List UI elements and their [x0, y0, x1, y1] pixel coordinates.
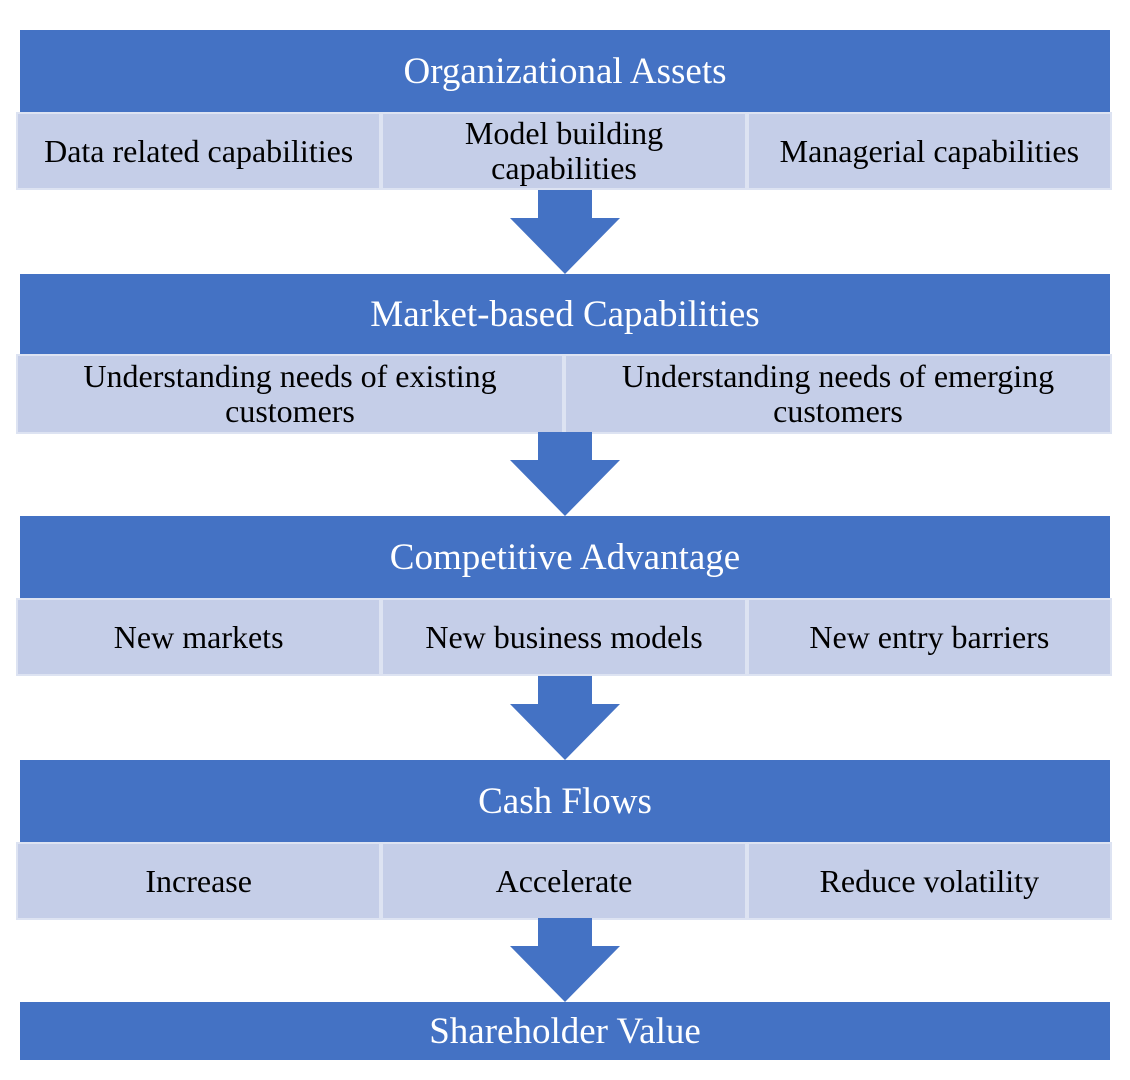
stage-header-competitive-advantage: Competitive Advantage: [20, 516, 1110, 598]
stage-header-market-based-capabilities: Market-based Capabilities: [20, 274, 1110, 354]
flow-arrow-4: [510, 918, 620, 1002]
flow-arrow-1: [510, 190, 620, 274]
stage-header-shareholder-value: Shareholder Value: [20, 1002, 1110, 1060]
item-new-entry-barriers: New entry barriers: [746, 598, 1112, 676]
stage-header-organizational-assets: Organizational Assets: [20, 30, 1110, 112]
stage-items-organizational-assets: Data related capabilities Model building…: [16, 112, 1112, 190]
item-understanding-existing-customers: Understanding needs of existing customer…: [16, 354, 564, 434]
flow-arrow-2: [510, 432, 620, 516]
item-model-building-capabilities: Model building capabilities: [381, 112, 747, 190]
item-new-markets: New markets: [16, 598, 382, 676]
item-data-related-capabilities: Data related capabilities: [16, 112, 382, 190]
stage-items-competitive-advantage: New markets New business models New entr…: [16, 598, 1112, 676]
flow-arrow-3: [510, 676, 620, 760]
item-reduce-volatility: Reduce volatility: [746, 842, 1112, 920]
item-new-business-models: New business models: [381, 598, 747, 676]
item-understanding-emerging-customers: Understanding needs of emerging customer…: [564, 354, 1112, 434]
stage-items-market-based-capabilities: Understanding needs of existing customer…: [16, 354, 1112, 434]
item-increase: Increase: [16, 842, 382, 920]
item-accelerate: Accelerate: [381, 842, 747, 920]
stage-items-cash-flows: Increase Accelerate Reduce volatility: [16, 842, 1112, 920]
item-managerial-capabilities: Managerial capabilities: [746, 112, 1112, 190]
stage-header-cash-flows: Cash Flows: [20, 760, 1110, 842]
